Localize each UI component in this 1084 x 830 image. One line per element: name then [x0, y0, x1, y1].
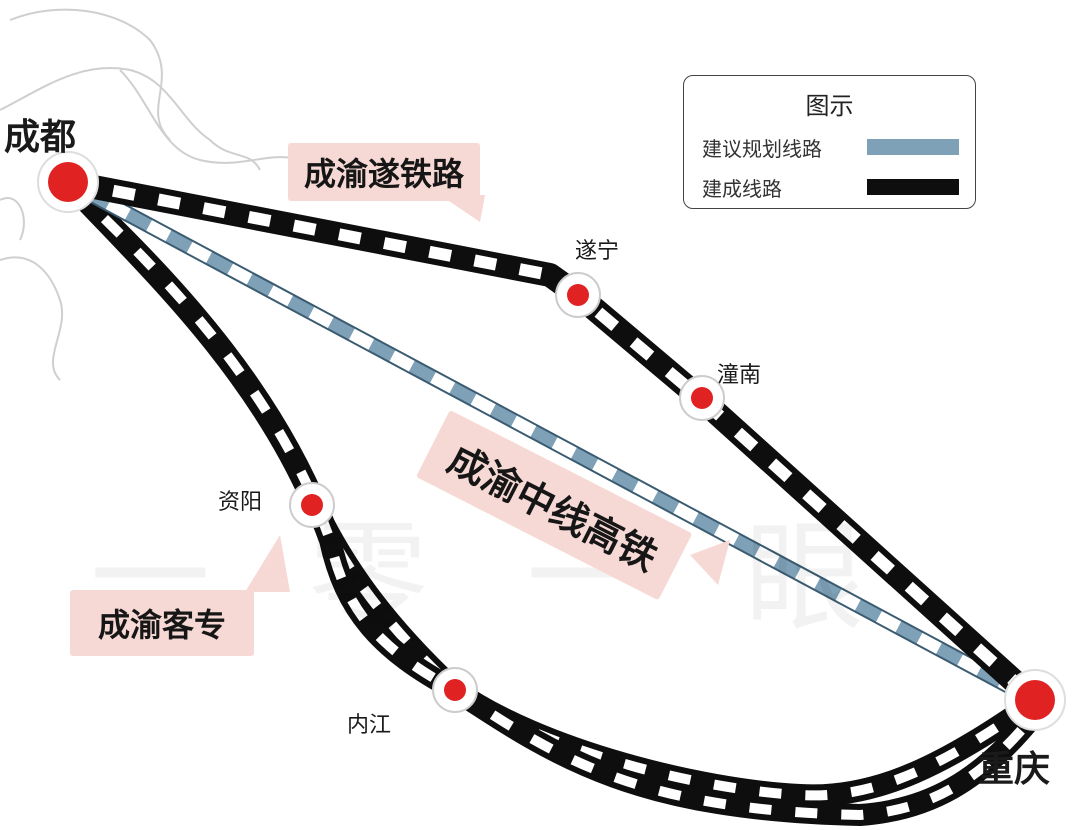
- legend-swatch-built: [867, 179, 959, 195]
- station-chengdu-marker: [37, 151, 99, 213]
- station-label-neijiang: 内江: [347, 713, 392, 738]
- station-label-suining: 遂宁: [575, 239, 620, 264]
- legend-title: 图示: [805, 92, 854, 120]
- legend: 图示 建议规划线路 建成线路: [683, 75, 976, 209]
- city-label-chongqing: 重庆: [978, 749, 1051, 790]
- station-suining-marker: [555, 272, 601, 318]
- legend-row-built: 建成线路: [702, 172, 959, 202]
- callout-pointer-middle: [690, 540, 730, 585]
- station-tongnan-marker: [679, 375, 725, 421]
- legend-label-built: 建成线路: [702, 176, 782, 201]
- station-ziyang-marker: [289, 482, 335, 528]
- legend-swatch-planned: [867, 139, 959, 155]
- legend-label-planned: 建议规划线路: [702, 136, 822, 161]
- station-neijiang-marker: [432, 667, 478, 713]
- legend-row-planned: 建议规划线路: [702, 132, 959, 162]
- station-chongqing-marker: [1004, 669, 1066, 731]
- station-markers: [37, 151, 1066, 731]
- station-label-ziyang: 资阳: [218, 490, 263, 515]
- callout-chengyu-suisui-railway: 成渝遂铁路: [288, 143, 481, 201]
- station-label-tongnan: 潼南: [717, 363, 762, 388]
- background-district-lines: [0, 8, 301, 381]
- callout-chengyu-passenger-line: 成渝客专: [70, 590, 255, 656]
- city-label-chengdu: 成都: [4, 117, 77, 158]
- callout-pointer-suisui: [440, 195, 485, 222]
- callout-pointer-passenger: [245, 535, 290, 592]
- line-chengyu-middle-hsr: [64, 174, 1039, 708]
